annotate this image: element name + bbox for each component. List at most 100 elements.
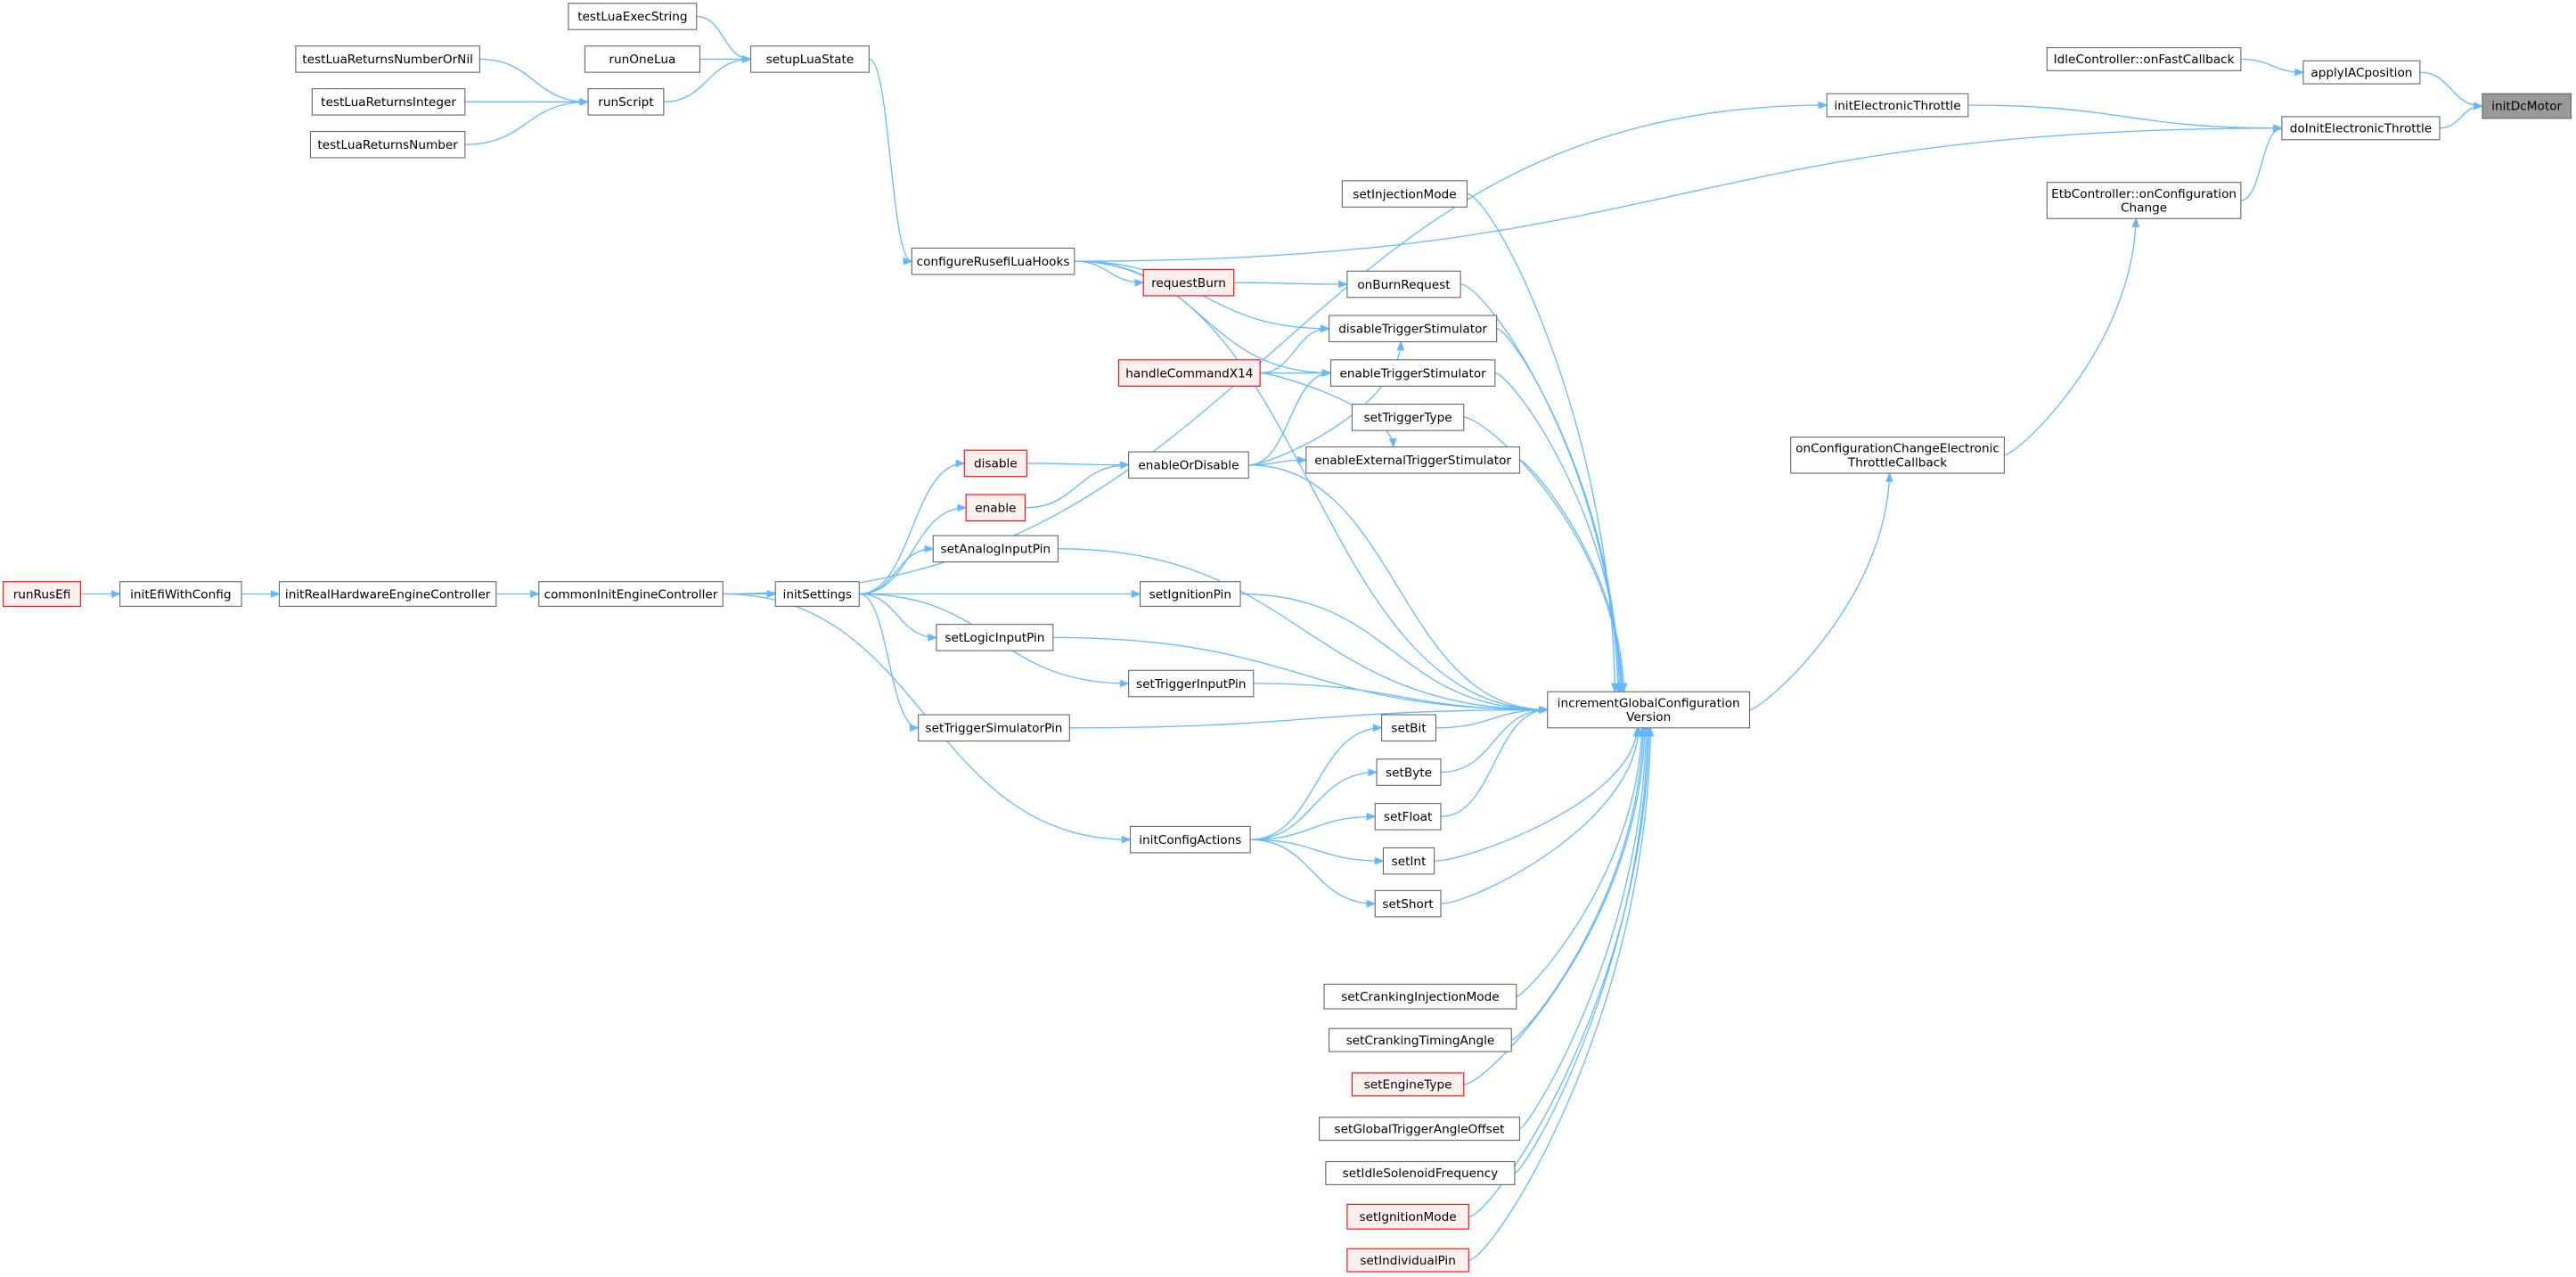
node-box: [1329, 1027, 1512, 1052]
call-edge-enable-external-trigger-stimulator-to-increment-global-configuration-version: [1519, 459, 1625, 692]
node-init-electronic-throttle[interactable]: initElectronicThrottle: [1826, 93, 1969, 118]
arrowhead-icon: [1119, 679, 1130, 688]
node-set-float[interactable]: setFloat: [1374, 803, 1442, 831]
node-set-injection-mode[interactable]: setInjectionMode: [1341, 180, 1468, 208]
node-do-init-electronic-throttle[interactable]: doInitElectronicThrottle: [2281, 116, 2441, 141]
node-box: [965, 494, 1026, 522]
node-test-lua-returns-number-or-nil[interactable]: testLuaReturnsNumberOrNil: [295, 45, 480, 73]
node-label: requestBurn: [1151, 276, 1226, 291]
node-run-one-lua[interactable]: runOneLua: [584, 45, 700, 73]
arrowhead-icon: [1885, 471, 1893, 482]
node-box: [936, 624, 1054, 651]
arrowhead-icon: [957, 503, 968, 512]
node-box: [1547, 691, 1751, 729]
node-test-lua-returns-integer[interactable]: testLuaReturnsInteger: [311, 88, 466, 116]
node-label: setShort: [1382, 897, 1434, 912]
call-edge-test-lua-exec-string-to-setup-lua-state: [696, 15, 751, 61]
node-init-config-actions[interactable]: initConfigActions: [1129, 825, 1251, 854]
node-label: onBurnRequest: [1357, 278, 1451, 292]
node-label: configureRusefiLuaHooks: [917, 255, 1070, 269]
node-set-trigger-type[interactable]: setTriggerType: [1351, 404, 1465, 431]
node-disable-trigger-stimulator[interactable]: disableTriggerStimulator: [1329, 315, 1498, 343]
arrowhead-icon: [2131, 217, 2140, 228]
node-box: [1318, 1117, 1521, 1142]
call-edge-set-analog-input-pin-to-increment-global-configuration-version: [1058, 548, 1548, 711]
node-set-logic-input-pin[interactable]: setLogicInputPin: [936, 624, 1054, 651]
node-box: [1329, 315, 1498, 343]
node-label: testLuaReturnsNumberOrNil: [302, 53, 473, 67]
call-edge-idle-controller-on-fast-callback-to-apply-iacposition: [2240, 58, 2303, 73]
node-apply-iacposition[interactable]: applyIACposition: [2302, 60, 2421, 85]
node-configure-rusefi-lua-hooks[interactable]: configureRusefiLuaHooks: [911, 247, 1075, 275]
node-enable[interactable]: enable: [965, 494, 1026, 522]
call-edge-init-settings-to-set-analog-input-pin: [859, 548, 934, 595]
node-enable-trigger-stimulator[interactable]: enableTriggerStimulator: [1329, 359, 1496, 387]
node-common-init-engine-controller[interactable]: commonInitEngineController: [538, 581, 724, 607]
node-box: [2046, 46, 2242, 71]
arrowhead-icon: [579, 97, 590, 106]
node-init-efi-with-config[interactable]: initEfiWithConfig: [119, 581, 242, 607]
node-set-trigger-simulator-pin[interactable]: setTriggerSimulatorPin: [918, 714, 1070, 742]
node-enable-or-disable[interactable]: enableOrDisable: [1128, 451, 1249, 479]
node-set-short[interactable]: setShort: [1374, 889, 1442, 918]
call-edge-init-electronic-throttle-to-do-init-electronic-throttle: [1967, 104, 2282, 129]
arrowhead-icon: [2273, 124, 2284, 133]
node-set-int[interactable]: setInt: [1382, 847, 1435, 875]
arrowhead-icon: [955, 459, 966, 468]
node-label: setFloat: [1384, 810, 1433, 824]
node-set-ignition-pin[interactable]: setIgnitionPin: [1140, 581, 1241, 607]
node-label: setTriggerSimulatorPin: [926, 722, 1063, 736]
node-disable[interactable]: disable: [963, 449, 1027, 478]
node-init-dc-motor[interactable]: initDcMotor: [2482, 93, 2572, 119]
call-edge-init-config-actions-to-set-bit: [1250, 727, 1382, 840]
node-label: handleCommandX14: [1125, 366, 1253, 381]
node-label: onConfigurationChangeElectronic: [1795, 442, 1999, 456]
node-box: [1374, 803, 1442, 831]
node-set-cranking-injection-mode[interactable]: setCrankingInjectionMode: [1323, 983, 1517, 1010]
node-set-idle-solenoid-frequency[interactable]: setIdleSolenoidFrequency: [1325, 1160, 1516, 1185]
node-set-engine-type[interactable]: setEngineType: [1351, 1072, 1465, 1097]
node-label: setAnalogInputPin: [941, 543, 1051, 557]
call-edge-setup-lua-state-to-configure-rusefi-lua-hooks: [869, 58, 912, 262]
call-edge-on-burn-request-to-increment-global-configuration-version: [1460, 283, 1619, 692]
node-box: [963, 449, 1027, 478]
node-on-configuration-change-electronic-throttle-callback[interactable]: onConfigurationChangeElectronicThrottleC…: [1790, 436, 2005, 474]
call-edge-set-byte-to-increment-global-configuration-version: [1440, 708, 1548, 774]
node-box: [911, 247, 1075, 275]
node-init-settings[interactable]: initSettings: [774, 581, 860, 607]
node-on-burn-request[interactable]: onBurnRequest: [1346, 270, 1461, 299]
node-idle-controller-on-fast-callback[interactable]: IdleController::onFastCallback: [2046, 46, 2242, 71]
arrowhead-icon: [1619, 683, 1628, 693]
node-setup-lua-state[interactable]: setupLuaState: [750, 45, 870, 73]
node-label: setBit: [1391, 722, 1427, 736]
node-set-bit[interactable]: setBit: [1381, 714, 1436, 742]
node-box: [584, 45, 700, 73]
node-set-global-trigger-angle-offset[interactable]: setGlobalTriggerAngleOffset: [1318, 1117, 1521, 1142]
node-handle-command-x14[interactable]: handleCommandX14: [1118, 359, 1261, 387]
node-set-ignition-mode[interactable]: setIgnitionMode: [1346, 1203, 1469, 1230]
call-edge-set-trigger-type-to-increment-global-configuration-version: [1463, 416, 1623, 692]
node-request-burn[interactable]: requestBurn: [1142, 268, 1235, 297]
call-edge-set-int-to-increment-global-configuration-version: [1434, 727, 1639, 862]
node-label: setCrankingTimingAngle: [1346, 1034, 1495, 1048]
node-set-cranking-timing-angle[interactable]: setCrankingTimingAngle: [1329, 1027, 1512, 1052]
node-etb-controller-on-configuration-change[interactable]: EtbController::onConfigurationChange: [2046, 182, 2242, 219]
arrowhead-icon: [924, 544, 935, 553]
node-enable-external-trigger-stimulator[interactable]: enableExternalTriggerStimulator: [1305, 446, 1521, 474]
arrowhead-icon: [1297, 455, 1308, 464]
call-edge-set-individual-pin-to-increment-global-configuration-version: [1468, 727, 1652, 1261]
node-set-individual-pin[interactable]: setIndividualPin: [1346, 1248, 1469, 1273]
node-set-trigger-input-pin[interactable]: setTriggerInputPin: [1128, 669, 1255, 698]
node-test-lua-exec-string[interactable]: testLuaExecString: [568, 3, 698, 30]
node-set-byte[interactable]: setByte: [1376, 758, 1442, 786]
node-run-rus-efi[interactable]: runRusEfi: [3, 581, 81, 607]
node-run-script[interactable]: runScript: [587, 88, 665, 116]
node-init-real-hardware-engine-controller[interactable]: initRealHardwareEngineController: [278, 581, 497, 607]
node-test-lua-returns-number[interactable]: testLuaReturnsNumber: [309, 130, 466, 159]
node-box: [1325, 1160, 1516, 1185]
node-set-analog-input-pin[interactable]: setAnalogInputPin: [932, 535, 1059, 563]
node-label: setInjectionMode: [1353, 187, 1456, 201]
node-label: initConfigActions: [1139, 833, 1241, 847]
node-box: [2482, 93, 2572, 119]
